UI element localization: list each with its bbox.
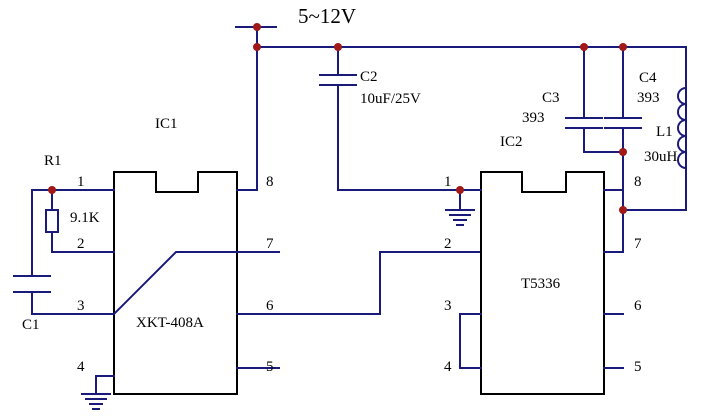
c1-ref-label: C1 [22, 317, 40, 333]
ic2-pin-3-label: 3 [444, 298, 452, 314]
r1-ref-label: R1 [44, 153, 62, 169]
ic2-ref-label: IC2 [500, 134, 523, 150]
ic1-ref-label: IC1 [155, 116, 178, 132]
c1-capacitor [13, 275, 51, 293]
ic1-pin-4-label: 4 [77, 359, 85, 375]
ic1-internal-link [112, 251, 238, 316]
ic2-ground-symbol [445, 189, 475, 226]
r1-c1-network [31, 189, 85, 315]
l1-inductor [677, 86, 688, 170]
l1-value-label: 30uH [644, 149, 678, 165]
ic1-pin-1-label: 1 [77, 174, 85, 190]
ic1-pin-stubs [51, 189, 280, 369]
c4-capacitor [604, 46, 642, 191]
c2-value-label: 10uF/25V [360, 91, 421, 107]
c4-value-label: 393 [637, 90, 660, 106]
ic2-pin-4-label: 4 [444, 359, 452, 375]
ic2-pin-5-label: 5 [634, 359, 642, 375]
ic1-ground-symbol [81, 375, 115, 410]
ic2-pin-7-label: 7 [634, 236, 642, 252]
ic1-body [113, 171, 238, 395]
ic1-pin-7-label: 7 [266, 236, 274, 252]
c4-ref-label: C4 [639, 70, 657, 86]
ic1-pin-8-label: 8 [266, 174, 274, 190]
ic1-pin-3-label: 3 [77, 298, 85, 314]
c2-capacitor [319, 46, 461, 191]
ic2-pin-2-label: 2 [444, 236, 452, 252]
l1-ref-label: L1 [656, 124, 673, 140]
ic2-part-label: T5336 [521, 276, 561, 292]
c2-ref-label: C2 [360, 69, 378, 85]
ic2-pin-8-label: 8 [634, 174, 642, 190]
ic1-pin-2-label: 2 [77, 236, 85, 252]
c3-capacitor [565, 46, 603, 153]
junction-dots [48, 23, 627, 214]
c3-value-label: 393 [522, 110, 545, 126]
ic1-pin-5-label: 5 [266, 359, 274, 375]
r1-value-label: 9.1K [70, 210, 100, 226]
ic2-pin-1-label: 1 [444, 174, 452, 190]
ic1-pin-6-label: 6 [266, 298, 274, 314]
ic1-ic2-signal-wire [278, 251, 482, 315]
ic1-part-label: XKT-408A [136, 315, 204, 331]
ic2-body [480, 171, 605, 395]
c3-ref-label: C3 [542, 90, 560, 106]
supply-voltage-label: 5~12V [298, 4, 356, 28]
ic2-pin-6-label: 6 [634, 298, 642, 314]
ic2-pin-stubs [459, 189, 624, 369]
r1-resistor [45, 209, 59, 233]
